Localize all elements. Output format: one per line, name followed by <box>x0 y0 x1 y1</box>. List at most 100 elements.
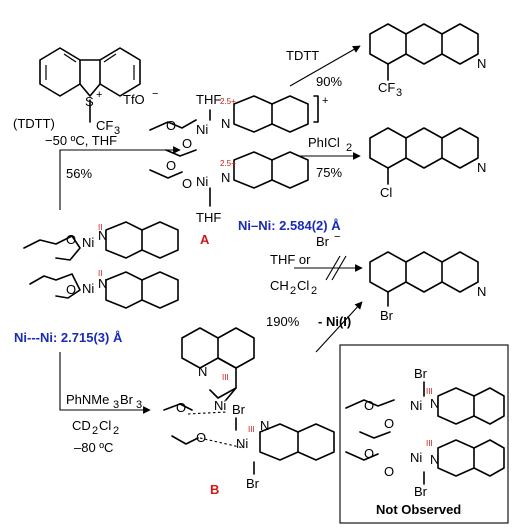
A-ni-upper: Ni <box>196 122 208 137</box>
A-thf-top: THF <box>196 92 221 107</box>
arrow-A-to-cf3 <box>289 45 361 87</box>
start-n-upper: N <box>98 228 107 243</box>
B-label: B <box>210 482 219 497</box>
tdtt-sulfur: S <box>85 94 94 109</box>
arrow2-reagent-sub: 2 <box>346 142 352 154</box>
arrow3-reagent: Br <box>316 234 330 249</box>
bottom-solvent-tail: Cl <box>99 418 111 433</box>
no-o1: O <box>364 398 374 413</box>
A-label: A <box>200 232 210 247</box>
product-br-label: Br <box>380 308 394 323</box>
bottom-reagent-tail: Br <box>120 392 134 407</box>
arrow1-reagent: TDTT <box>286 48 319 63</box>
A-distance: Ni–Ni: 2.584(2) Å <box>238 218 341 233</box>
A-ox-upper: 2.5+ <box>220 97 236 106</box>
no-n-lower: N <box>430 452 439 467</box>
arrow3-solvent-b: CH <box>270 278 289 293</box>
arrow-B-to-br <box>315 301 363 353</box>
product-cl-n: N <box>477 160 486 175</box>
A-o3: O <box>166 158 176 173</box>
no-ox-upper: III <box>426 387 433 396</box>
B-n-upper: N <box>198 364 207 379</box>
intermediate-B <box>163 327 335 475</box>
arrow3-solvent-b-sub: 2 <box>290 285 296 297</box>
B-ox-upper: III <box>222 373 229 382</box>
tdtt-counterion-charge: − <box>152 88 158 100</box>
B-br-upper: Br <box>232 402 246 417</box>
B-o2: O <box>196 430 206 445</box>
no-n-upper: N <box>430 396 439 411</box>
bottom-reagent-sub2: 3 <box>136 399 142 411</box>
start-distance: Ni---Ni: 2.715(3) Å <box>14 330 123 345</box>
not-observed-label: Not Observed <box>376 502 461 517</box>
start-o2: O <box>66 282 76 297</box>
start-ni-lower: Ni <box>82 281 94 296</box>
start-dimer <box>23 221 179 309</box>
tdtt-plus: + <box>96 89 102 101</box>
no-br-lower: Br <box>414 484 428 499</box>
arrow3-solvent-a: THF or <box>270 252 311 267</box>
arrow2-yield: 75% <box>316 165 342 180</box>
arrow-start-to-A <box>59 146 181 210</box>
tdtt-structure <box>39 47 141 123</box>
A-thf-bottom: THF <box>196 210 221 225</box>
A-o2: O <box>182 136 192 151</box>
A-o4: O <box>182 176 192 191</box>
bottom-temp: –80 ºC <box>74 440 113 455</box>
product-br <box>369 251 479 307</box>
A-ox-lower: 2.5+ <box>220 159 236 168</box>
not-observed-box <box>339 344 509 524</box>
product-br-n: N <box>477 284 486 299</box>
A-charge: + <box>322 95 328 107</box>
bottom-reagent-sub1: 3 <box>113 399 119 411</box>
product-cf3-sub: 3 <box>396 87 402 99</box>
bottom-solvent-sub2: 2 <box>113 425 119 437</box>
start-ni-upper: Ni <box>82 235 94 250</box>
B-ni-lower: Ni <box>236 436 248 451</box>
tdtt-cf3-sub: 3 <box>114 125 120 137</box>
A-o1: O <box>166 118 176 133</box>
arrow-cross-1 <box>325 255 341 281</box>
bottom-solvent-sub1: 2 <box>92 425 98 437</box>
not-observed-structure <box>345 381 505 485</box>
A-n-lower: N <box>221 170 230 185</box>
arrow3-solvent-b-sub2: 2 <box>311 285 317 297</box>
start-o1: O <box>66 232 76 247</box>
arrow1-yield: 90% <box>316 74 342 89</box>
intermediate-A <box>149 95 319 207</box>
no-o3: O <box>364 446 374 461</box>
B-ox-lower: III <box>248 425 255 434</box>
arrow3-solvent-b-tail: Cl <box>297 278 309 293</box>
arrow4-note: - Ni(I) <box>318 314 351 329</box>
product-cf3-label: CF <box>378 80 395 95</box>
product-cl <box>369 127 479 185</box>
arrow-cross-2 <box>331 255 347 281</box>
no-ni-lower: Ni <box>410 450 422 465</box>
no-ox-lower: III <box>426 439 433 448</box>
B-br-lower: Br <box>246 476 260 491</box>
cond-top: −50 ºC, THF <box>45 133 117 148</box>
B-o1: O <box>176 400 186 415</box>
B-n-lower: N <box>260 418 269 433</box>
no-ni-upper: Ni <box>410 398 422 413</box>
start-ox-lower: II <box>98 269 102 278</box>
bottom-reagent: PhNMe <box>66 392 109 407</box>
start-ox-upper: II <box>98 223 102 232</box>
tdtt-counterion: TfO <box>123 92 145 107</box>
bottom-solvent: CD <box>72 418 91 433</box>
product-cl-label: Cl <box>380 185 392 200</box>
yield-top: 56% <box>66 166 92 181</box>
tdtt-cf3: CF <box>96 118 113 133</box>
start-n-lower: N <box>98 276 107 291</box>
tdtt-abbrev: (TDTT) <box>13 116 55 131</box>
no-o4: O <box>384 464 394 479</box>
B-ni-upper: Ni <box>214 398 226 413</box>
product-cf3 <box>369 23 479 81</box>
arrow3-charge: − <box>334 231 340 243</box>
A-ni-lower: Ni <box>196 174 208 189</box>
no-br-upper: Br <box>414 366 428 381</box>
no-o2: O <box>384 416 394 431</box>
arrow-start-to-B <box>59 352 151 414</box>
product-cf3-n: N <box>477 56 486 71</box>
